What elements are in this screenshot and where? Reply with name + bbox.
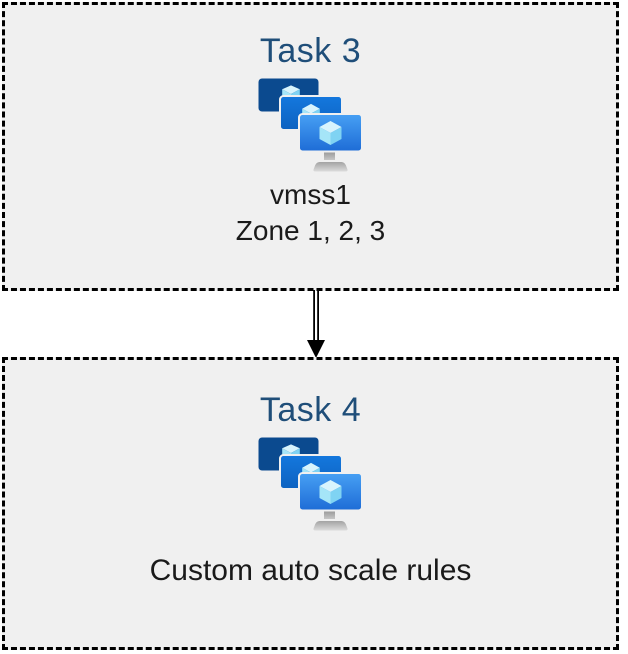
task3-title: Task 3	[259, 32, 362, 70]
arrow-down-icon	[307, 290, 325, 358]
vmss-zones-label: Zone 1, 2, 3	[235, 215, 386, 247]
vm-scale-set-icon	[258, 437, 363, 532]
vmss-name-label: vmss1	[270, 179, 351, 211]
task4-box: Task 4 Custom auto scale rules	[2, 357, 619, 650]
task4-title: Task 4	[259, 391, 362, 429]
task3-box: Task 3 vmss1 Zone 1, 2, 3	[2, 2, 619, 291]
vm-scale-set-icon	[258, 78, 363, 173]
autoscale-rules-label: Custom auto scale rules	[149, 554, 472, 588]
